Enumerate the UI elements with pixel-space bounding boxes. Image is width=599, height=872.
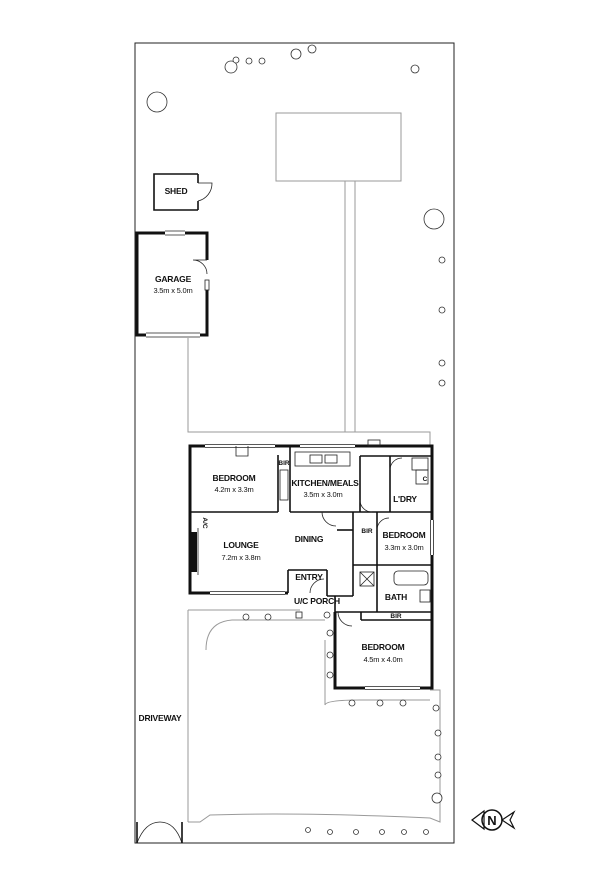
dining-label: DINING [295,534,324,544]
lounge-label: LOUNGE [223,540,259,550]
bedroom2-label: BEDROOM [383,530,426,540]
doors [235,439,431,627]
windows [205,444,434,690]
bedroom3-label: BEDROOM [362,642,405,652]
bir-label-1: BIR [278,460,290,467]
driveway-label: DRIVEWAY [139,713,182,723]
laundry-label: L'DRY [393,494,417,504]
bir-label-3: BIR [390,613,402,620]
garden-bed [205,619,430,706]
cupboard-label: C [423,476,428,483]
kitchen-label: KITCHEN/MEALS [291,478,359,488]
driveway-outline [187,609,441,823]
bir-label-2: BIR [361,528,373,535]
trees [146,44,446,835]
lounge-size: 7.2m x 3.8m [221,553,260,562]
north-compass-icon: N [471,809,516,831]
bedroom3-size: 4.5m x 4.0m [363,655,402,664]
paved-area [275,112,402,182]
garage: GARAGE 3.5m x 5.0m [135,230,210,338]
bedroom2-size: 3.3m x 3.0m [384,543,423,552]
compass-letter: N [487,813,496,828]
site-boundary [134,42,455,844]
ac-label: A/C [201,517,208,529]
porch-label: U/C PORCH [294,596,340,606]
shed-label: SHED [165,186,188,196]
kitchen-size: 3.5m x 3.0m [303,490,342,499]
path-edge [187,338,431,446]
bath-label: BATH [385,592,407,602]
shed: SHED [153,173,213,211]
bedroom1-label: BEDROOM [213,473,256,483]
garage-size: 3.5m x 5.0m [153,286,192,295]
gate [136,821,183,844]
bedroom1-size: 4.2m x 3.3m [214,485,253,494]
entry-label: ENTRY [295,572,323,582]
garage-label: GARAGE [155,274,192,284]
